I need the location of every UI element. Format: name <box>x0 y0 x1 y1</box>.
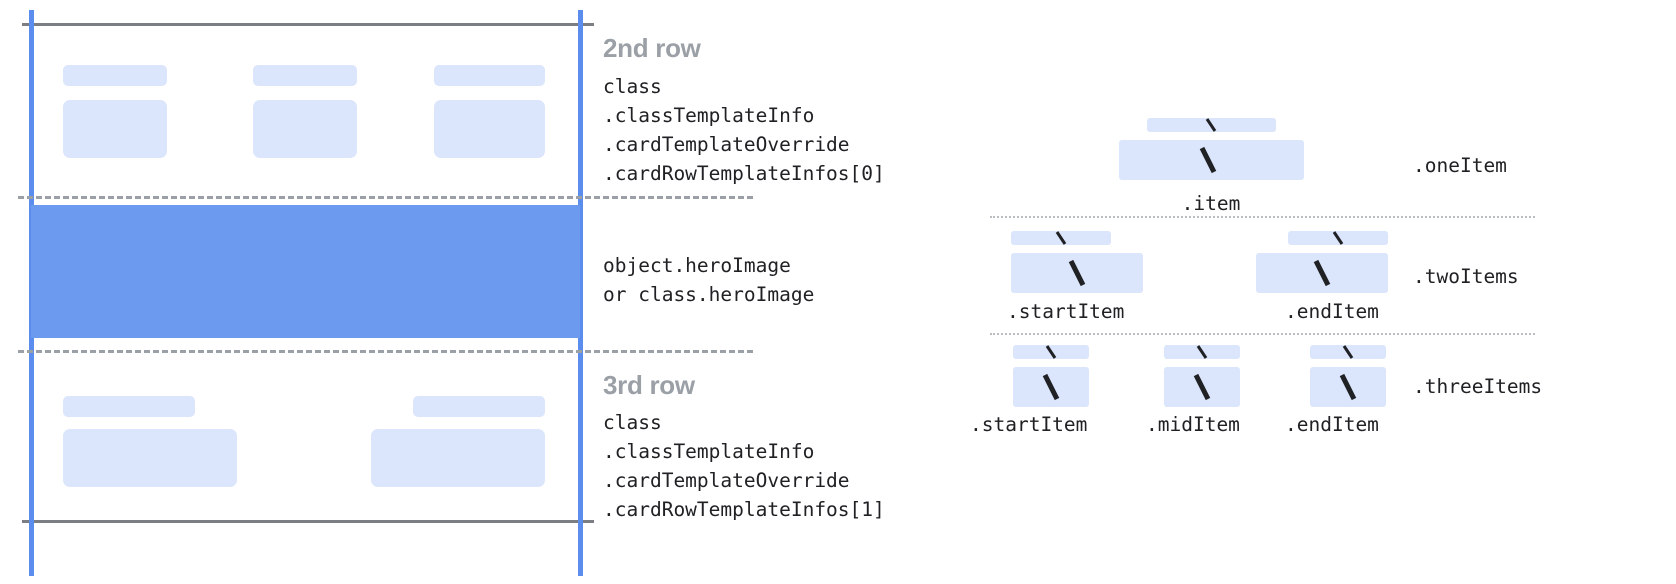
three-items-mid-title-box <box>1164 345 1240 359</box>
slash-icon <box>1332 231 1344 245</box>
two-items-end-body-box <box>1256 253 1388 293</box>
three-items-start-title-box <box>1013 345 1089 359</box>
hero-row-code: object.heroImage or class.heroImage <box>603 254 815 306</box>
row2-col2-body-chip <box>253 100 357 158</box>
one-item-title-box <box>1147 118 1276 132</box>
slash-icon <box>1055 231 1067 245</box>
two-items-end-title-box <box>1288 231 1388 245</box>
two-items-start-label: .startItem <box>1007 300 1125 323</box>
row2-col3-body-chip <box>434 100 545 158</box>
three-items-start-label: .startItem <box>970 413 1088 436</box>
slash-icon <box>1342 345 1354 359</box>
one-item-body-box <box>1119 140 1304 180</box>
one-item-label: .item <box>1181 192 1241 215</box>
three-items-mid-label: .midItem <box>1146 413 1240 436</box>
item-group-divider-1 <box>990 216 1535 218</box>
second-row-title: 2nd row <box>603 33 701 63</box>
row3-col2-title-chip <box>413 396 545 417</box>
row2-col2-title-chip <box>253 65 357 86</box>
third-row-code: class .classTemplateInfo .cardTemplateOv… <box>603 411 885 521</box>
row-divider-bottom <box>18 350 753 353</box>
row-divider-top <box>18 196 753 199</box>
right-guide-line <box>578 10 583 576</box>
three-items-end-body-box <box>1310 367 1386 407</box>
slash-icon <box>1045 345 1057 359</box>
second-row-code: class .classTemplateInfo .cardTemplateOv… <box>603 75 885 185</box>
slash-icon <box>1205 118 1217 132</box>
two-items-start-title-box <box>1011 231 1111 245</box>
slash-icon <box>1196 345 1208 359</box>
card-top-rule <box>22 23 594 26</box>
hero-image-band <box>31 205 580 338</box>
slash-icon <box>1068 259 1086 287</box>
three-items-group-label: .threeItems <box>1413 375 1543 398</box>
slash-icon <box>1199 146 1217 174</box>
three-items-start-body-box <box>1013 367 1089 407</box>
two-items-end-label: .endItem <box>1285 300 1379 323</box>
slash-icon <box>1339 373 1357 401</box>
row3-col2-body-chip <box>371 429 545 487</box>
item-group-divider-2 <box>990 333 1535 335</box>
three-items-end-label: .endItem <box>1285 413 1379 436</box>
slash-icon <box>1193 373 1211 401</box>
three-items-mid-body-box <box>1164 367 1240 407</box>
third-row-title: 3rd row <box>603 370 695 400</box>
row3-col1-title-chip <box>63 396 195 417</box>
slash-icon <box>1042 373 1060 401</box>
row2-col3-title-chip <box>434 65 545 86</box>
card-bottom-rule <box>22 520 594 523</box>
one-item-group-label: .oneItem <box>1413 154 1507 177</box>
three-items-end-title-box <box>1310 345 1386 359</box>
two-items-group-label: .twoItems <box>1413 265 1519 288</box>
slash-icon <box>1313 259 1331 287</box>
row2-col1-title-chip <box>63 65 167 86</box>
two-items-start-body-box <box>1011 253 1143 293</box>
row3-col1-body-chip <box>63 429 237 487</box>
row2-col1-body-chip <box>63 100 167 158</box>
